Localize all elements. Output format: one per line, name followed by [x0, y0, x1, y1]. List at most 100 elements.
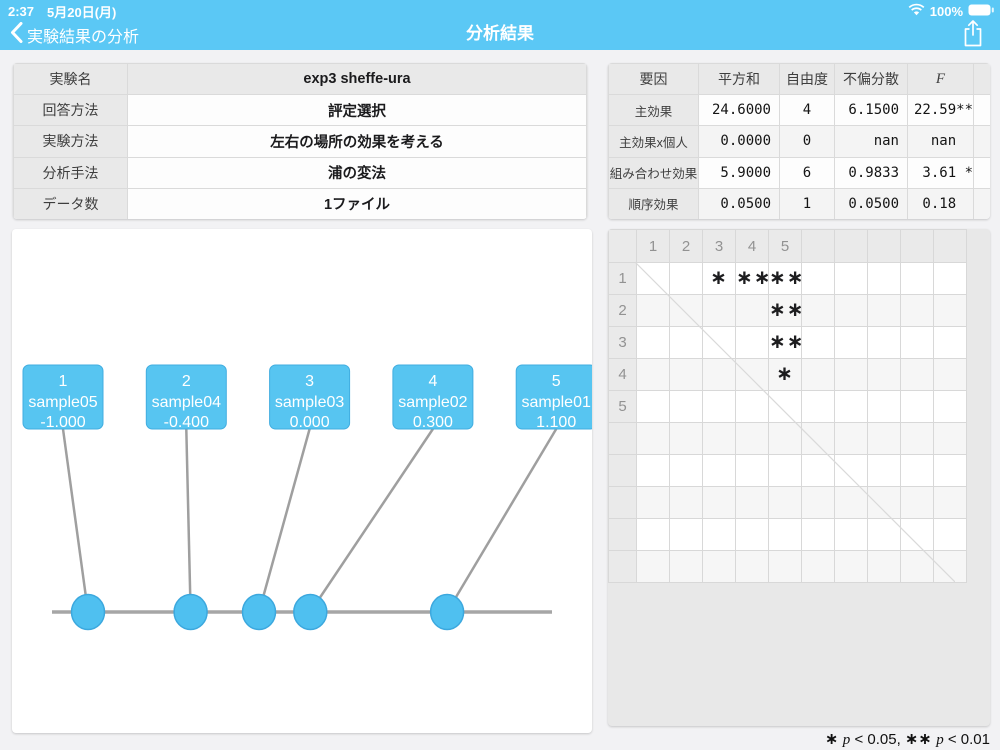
matrix-col-header: 4 — [735, 229, 769, 263]
matrix-cell — [636, 262, 670, 295]
nav-bar: 実験結果の分析 分析結果 — [0, 20, 1000, 50]
matrix-cell — [867, 390, 901, 423]
matrix-cell — [702, 358, 736, 391]
info-row: 分析手法浦の変法 — [13, 156, 587, 189]
significance-mark: ∗∗ — [769, 267, 805, 289]
significance-mark: ∗∗ — [736, 267, 772, 289]
info-label: 実験名 — [13, 63, 128, 96]
ss-value: 24.6000 — [698, 94, 780, 127]
svg-text:sample02: sample02 — [398, 394, 467, 411]
info-value: exp3 sheffe-ura — [127, 63, 587, 96]
matrix-cell: ∗∗ — [768, 262, 805, 295]
significance-mark: ∗∗ — [769, 299, 805, 321]
svg-text:2: 2 — [182, 373, 191, 390]
matrix-cell — [801, 326, 835, 359]
matrix-col-header — [933, 229, 967, 263]
sample-point — [429, 593, 465, 631]
matrix-cell — [834, 486, 868, 519]
share-button[interactable] — [958, 19, 988, 49]
matrix-cell: ∗∗ — [768, 326, 804, 359]
matrix-cell — [801, 390, 835, 423]
matrix-col-header — [900, 229, 934, 263]
status-bar: 2:37 5月20日(月) 100% — [0, 0, 1000, 22]
status-date: 5月20日(月) — [47, 4, 117, 20]
matrix-cell — [867, 454, 901, 487]
matrix-cell — [735, 518, 769, 551]
matrix-cell — [834, 326, 868, 359]
matrix-row: 4∗ — [608, 358, 967, 391]
matrix-cell — [801, 486, 835, 519]
anova-header: 平方和 — [698, 63, 780, 96]
matrix-cell — [801, 262, 835, 295]
svg-text:sample03: sample03 — [275, 394, 344, 411]
svg-text:1.100: 1.100 — [536, 414, 576, 431]
matrix-cell — [834, 422, 868, 455]
spare-cell — [973, 94, 990, 127]
matrix-cell — [933, 262, 967, 295]
matrix-cell — [900, 358, 934, 391]
matrix-cell — [702, 294, 736, 327]
matrix-cell — [900, 518, 934, 551]
matrix-cell — [801, 454, 835, 487]
matrix-col-header: 2 — [669, 229, 703, 263]
legend-mark: ∗ — [824, 731, 843, 748]
legend-threshold: < 0.05 — [850, 731, 897, 748]
matrix-cell — [834, 262, 868, 295]
matrix-row-header: 3 — [608, 326, 637, 359]
matrix-cell — [669, 326, 703, 359]
matrix-cell — [867, 326, 901, 359]
sample-point — [70, 593, 106, 631]
matrix-cell — [735, 486, 769, 519]
legend-p-symbol: p — [936, 732, 944, 748]
factor: 主効果x個人 — [608, 125, 699, 158]
info-value: 評定選択 — [127, 94, 587, 127]
matrix-cell — [669, 454, 703, 487]
matrix-cell — [735, 294, 769, 327]
matrix-cell — [735, 454, 769, 487]
svg-text:5: 5 — [552, 373, 561, 390]
matrix-corner-cell — [608, 229, 637, 263]
ss-value: 0.0000 — [698, 125, 780, 158]
back-button[interactable]: 実験結果の分析 — [10, 20, 139, 50]
matrix-col-header: 1 — [636, 229, 670, 263]
matrix-row: 2∗∗ — [608, 294, 967, 327]
ms-value: 0.9833 — [834, 156, 908, 189]
info-value: 浦の変法 — [127, 156, 587, 189]
matrix-cell — [867, 486, 901, 519]
svg-text:sample05: sample05 — [28, 394, 97, 411]
legend-p-symbol: p — [842, 732, 851, 748]
matrix-cell — [867, 518, 901, 551]
matrix-cell — [669, 486, 703, 519]
matrix-cell — [702, 454, 736, 487]
matrix-cell — [834, 294, 868, 327]
significance-legend: ∗ p < 0.05, ∗∗ p < 0.01 — [824, 731, 990, 748]
matrix-row — [608, 422, 967, 455]
anova-header: 自由度 — [779, 63, 835, 96]
matrix-cell — [867, 294, 901, 327]
matrix-cell — [636, 422, 670, 455]
matrix-cell — [768, 550, 802, 583]
svg-text:-0.400: -0.400 — [164, 414, 209, 431]
df-value: 1 — [779, 187, 835, 219]
matrix-cell — [669, 262, 703, 295]
matrix-cell — [702, 550, 736, 583]
matrix-cell: ∗∗ — [735, 262, 772, 295]
f-value: nan — [907, 125, 974, 158]
anova-header: 不偏分散 — [834, 63, 908, 96]
sample-point — [173, 593, 208, 631]
f-value: 0.18 — [907, 187, 974, 219]
matrix-row — [608, 550, 967, 583]
